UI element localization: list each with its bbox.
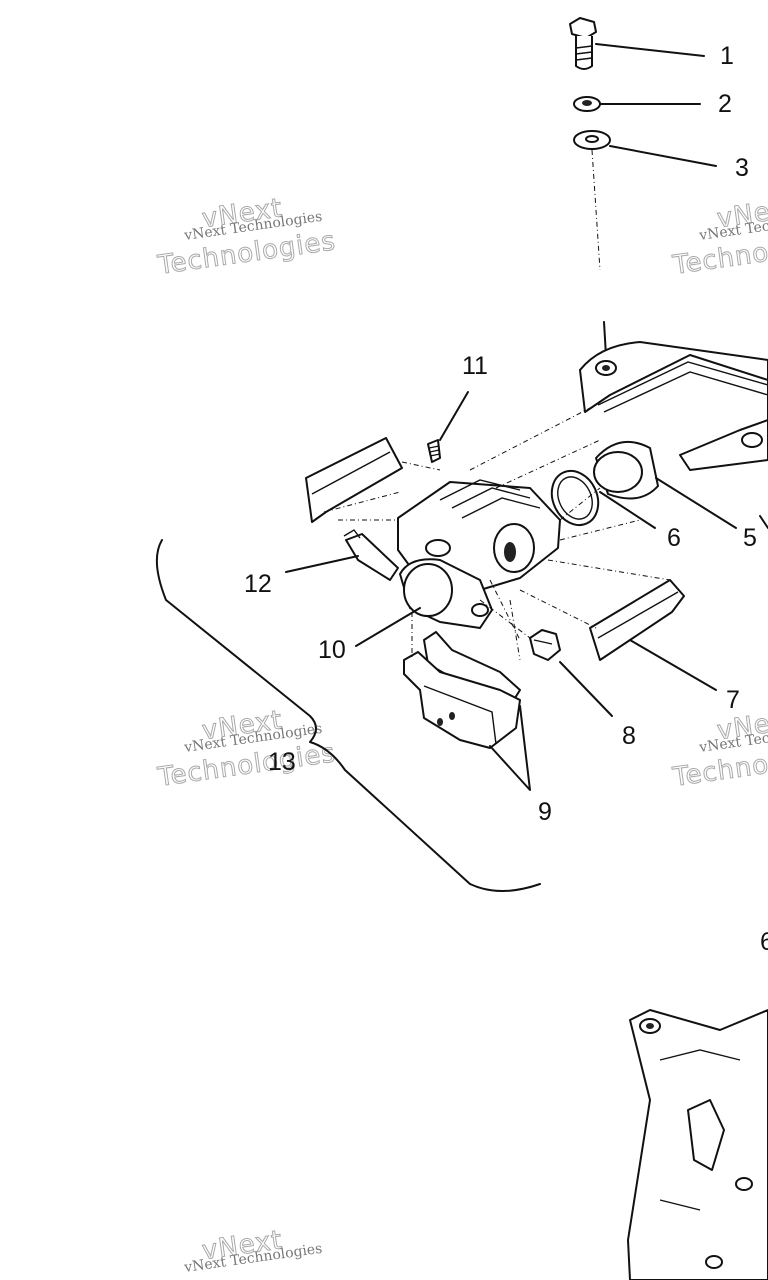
callout-12: 12: [244, 570, 272, 598]
flat-washer-part: [573, 130, 611, 150]
hose-fitting-part: [343, 529, 399, 581]
callout-7: 7: [726, 686, 740, 714]
callout-5: 5: [743, 524, 757, 552]
callout-6: 6: [667, 524, 681, 552]
seal-ring-part: [550, 469, 600, 527]
watermark-1: vNext vNext Technologies Technologies: [155, 193, 338, 282]
right-shim-part: [589, 579, 685, 661]
caliper-group-bracket: [155, 539, 541, 892]
crankcase-part: [627, 1009, 768, 1280]
callout-11: 11: [462, 352, 488, 380]
watermark-4: vNext vNext Technologies Technologies: [670, 705, 768, 794]
leader-lines: [285, 43, 768, 791]
pin-part: [427, 439, 441, 463]
callout-10: 10: [318, 636, 346, 664]
bolt-part: [569, 17, 597, 70]
callout-9: 9: [538, 798, 552, 826]
lock-washer-part: [573, 96, 601, 112]
callout-1: 1: [720, 42, 734, 70]
watermark-2: vNext vNext Technologies Technologies: [670, 193, 768, 282]
piston-part: [593, 441, 659, 500]
cylinder-cover-part: [399, 558, 493, 629]
watermark-5: vNext vNext Technologies: [182, 1225, 323, 1276]
callout-6b: 6: [760, 928, 768, 956]
callout-13: 13: [268, 748, 296, 776]
assembly-lines: [323, 407, 671, 661]
callout-3: 3: [735, 154, 749, 182]
nut-part: [529, 629, 561, 661]
callout-2: 2: [718, 90, 732, 118]
bolt-axis-line: [591, 149, 601, 271]
bracket-plate-part: [579, 341, 768, 471]
nut-axis-line: [479, 599, 531, 639]
watermark-3: vNext vNext Technologies Technologies: [155, 705, 338, 794]
left-shim-part: [305, 437, 403, 523]
brake-pads-part: [403, 631, 521, 749]
callout-8: 8: [622, 722, 636, 750]
